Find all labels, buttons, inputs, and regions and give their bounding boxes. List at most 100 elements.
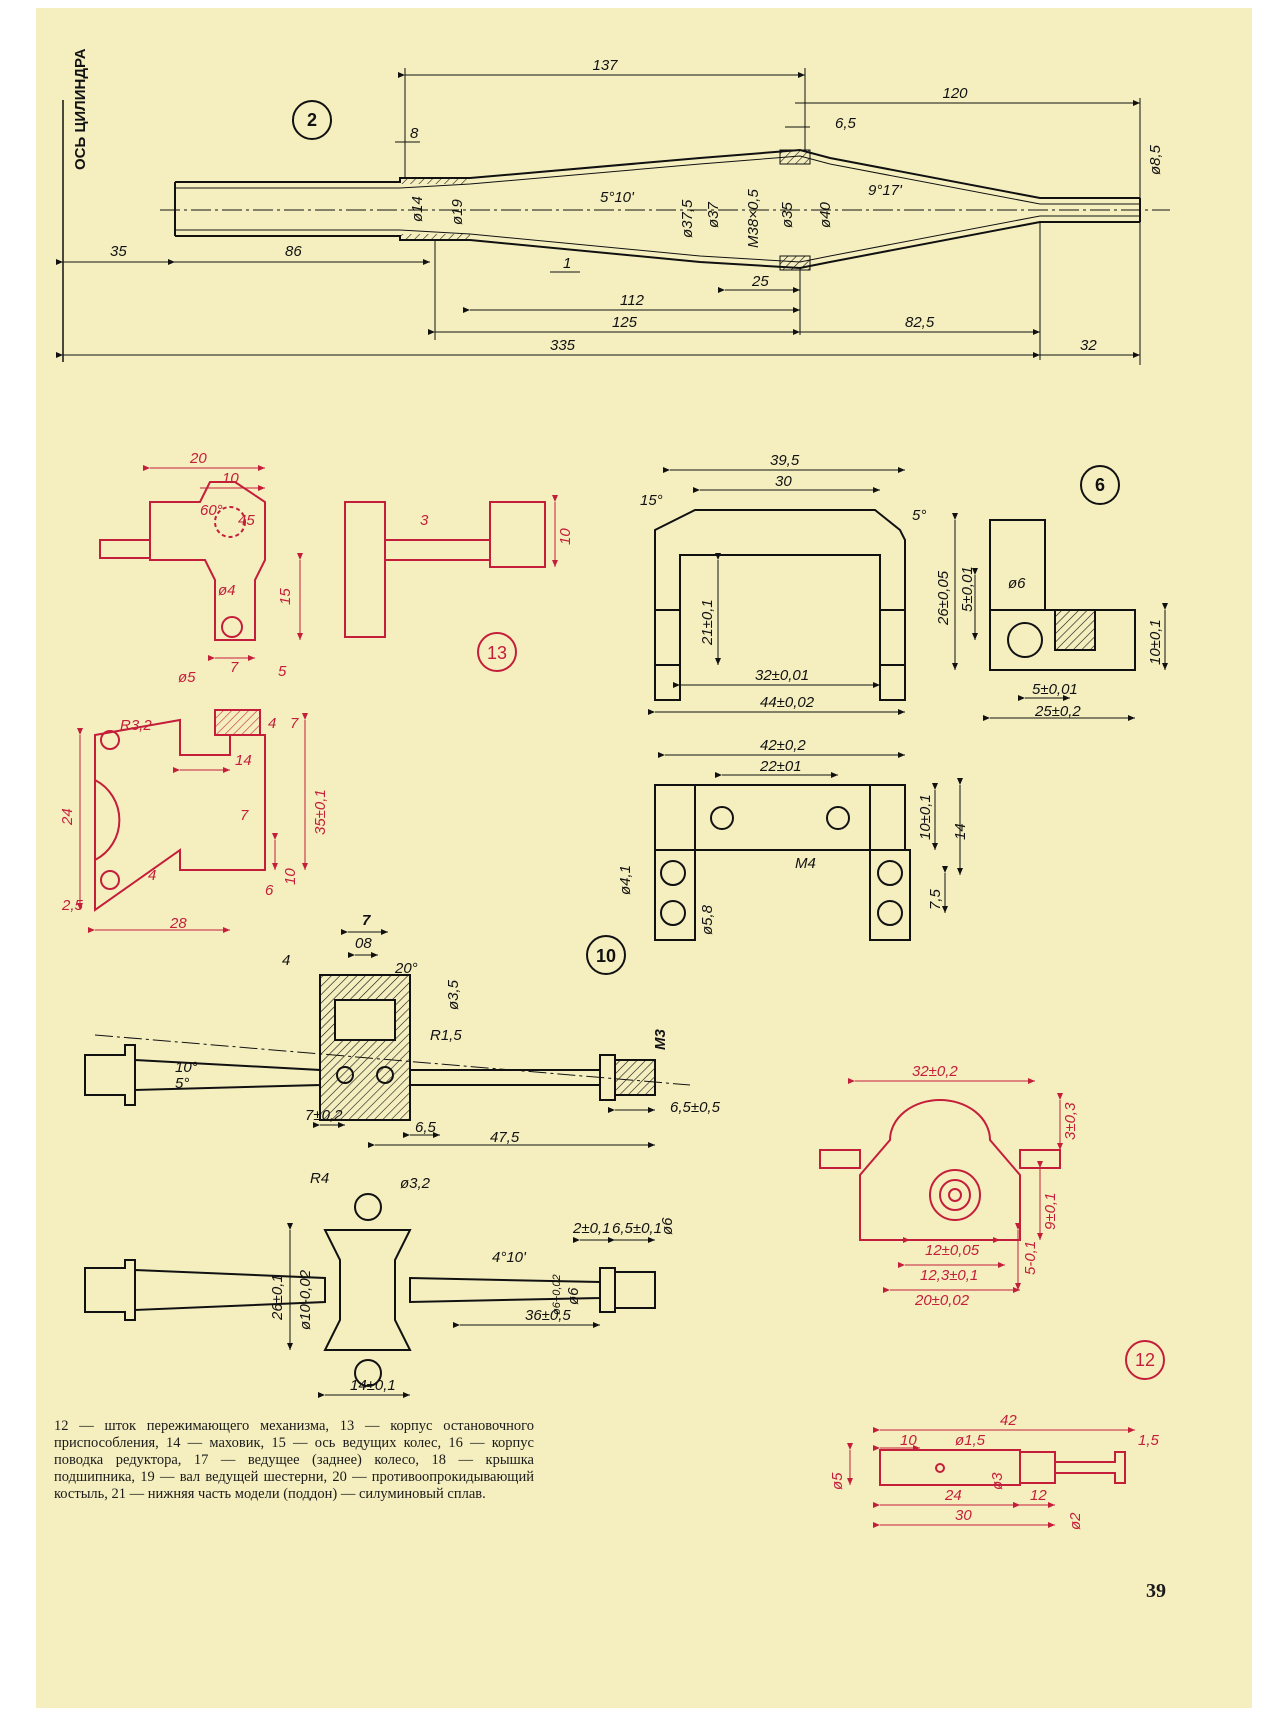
dim-21: 21±0,1 [699,599,716,646]
dim-47-5: 47,5 [490,1129,520,1146]
dim-dia-5: ø5 [178,669,196,686]
dim-7-5: 7,5 [927,888,944,910]
dim-44: 44±0,02 [760,694,815,711]
page-number: 39 [1146,1580,1166,1602]
dim-dia-3: ø3 [989,1472,1006,1490]
callout-6: 6 [1095,475,1105,495]
dim-m3: M3 [652,1029,669,1050]
part-15-wheel-axle [84,1193,656,1398]
angle-9-17: 9°17' [868,182,903,199]
dim-10: 10±0,1 [1147,619,1164,665]
part-14-flywheel-shaft [84,929,691,1148]
dim-6-5b: 6,5±0,5 [670,1099,721,1116]
dim-5: 5±0,01 [959,566,976,612]
angle-5: 5° [912,507,926,524]
angle-45: 45 [238,512,255,529]
angle-4-10: 4°10' [492,1249,527,1266]
dim-10: 10 [222,470,239,487]
dim-dia-4-1: ø4,1 [617,865,634,895]
dim-3: 3±0,3 [1062,1102,1079,1140]
part-15-labels: R4 ø3,2 2±0,1 6,5±0,1 ø6 4°10' 26±0,1 ø1… [269,1170,676,1394]
dim-36: 36±0,5 [525,1307,571,1324]
dim-dia-6: ø6 [659,1217,676,1235]
dim-4: 4 [282,952,290,969]
callout-13: 13 [487,643,507,663]
dim-4c: 4 [148,867,156,884]
dim-7: 7 [362,912,371,929]
dim-35: 35 [110,243,127,260]
dim-30: 30 [775,473,792,490]
angle-5: 5° [175,1075,189,1092]
dim-dia-35: ø35 [779,201,796,228]
dim-35: 35±0,1 [312,789,329,835]
dim-10c: 10 [282,868,299,885]
callout-10: 10 [596,946,616,966]
dim-dia-14: ø14 [409,196,426,222]
dim-m38: M38×0,5 [745,189,762,248]
dim-5: 5 [278,663,287,680]
dim-dia-37: ø37 [705,201,722,228]
dim-1-5: 1,5 [1138,1432,1160,1449]
dim-26: 26±0,1 [269,1274,286,1321]
dim-32: 32±0,2 [912,1063,958,1080]
dim-22: 22±01 [759,758,802,775]
part-12-rod-side [847,1427,1135,1528]
dim-20: 20±0,02 [914,1292,970,1309]
part-10-bracket-plate [586,752,963,975]
dim-14: 14 [235,752,252,769]
dim-32: 32 [1080,337,1097,354]
dim-120: 120 [942,85,968,102]
dim-10: 10 [900,1432,917,1449]
dim-7-2: 7±0,2 [305,1107,343,1124]
dim-28: 28 [169,915,187,932]
part-12-pinch-rod [819,1078,1165,1380]
dim-r3-2: R3,2 [120,717,152,734]
dim-6: 6 [265,882,274,899]
dim-08: 08 [355,935,372,952]
dim-82-5: 82,5 [905,314,935,331]
dim-30: 30 [955,1507,972,1524]
dim-25: 25 [751,273,769,290]
part-10-labels: 10 42±0,2 22±01 10±0,1 14 ø4,1 ø5,8 M4 7… [596,737,969,966]
dim-7c: 7 [240,807,249,824]
dim-4: 4 [268,715,276,732]
dim-5: 5-0,1 [1022,1241,1039,1275]
dim-10b: 10 [557,528,574,545]
dim-7b: 7 [290,715,299,732]
dim-112: 112 [620,292,645,309]
part-6-bracket [648,465,1168,721]
dim-20: 20 [189,450,207,467]
part-13-labels: 13 20 10 60° 45 ø4 15 7 3 10 ø5 5 R3,2 4… [59,450,574,932]
angle-5-10: 5°10' [600,189,635,206]
part-13-stop-device-body [77,465,558,933]
dim-2-5: 2,5 [61,897,84,914]
angle-60: 60° [200,502,223,519]
dim-125: 125 [612,314,638,331]
dim-86: 86 [285,243,302,260]
figure-caption: 12 — шток пережимающего механизма, 13 — … [54,1418,534,1502]
angle-10: 10° [175,1059,198,1076]
dim-32: 32±0,01 [755,667,809,684]
dim-dia-40: ø40 [817,201,834,228]
dim-7: 7 [230,659,239,676]
dim-24: 24 [944,1487,962,1504]
dim-dia-5: ø5 [829,1472,846,1490]
angle-20: 20° [394,960,418,977]
dim-6-5: 6,5 [415,1119,437,1136]
dim-9: 9±0,1 [1042,1193,1059,1230]
dim-8: 8 [410,125,419,142]
angle-15: 15° [640,492,663,509]
dim-r4: R4 [310,1170,329,1187]
part-6-labels: 6 39,5 30 15° 5° 21±0,1 32±0,01 44±0,02 … [640,452,1164,720]
dim-dia-37-5: ø37,5 [679,199,696,238]
dim-dia-10: ø10-0,02 [297,1269,314,1330]
dim-10: 10±0,1 [917,794,934,840]
dim-137: 137 [592,57,618,74]
dim-6-5: 6,5±0,1 [612,1220,662,1237]
dim-dia-8-5: ø8,5 [1147,144,1164,175]
part-12-rod-labels: 42 10 ø1,5 1,5 ø5 ø3 24 12 30 ø2 [829,1412,1160,1530]
dim-dia-5-8: ø5,8 [699,904,716,935]
dim-39-5: 39,5 [770,452,800,469]
dim-335: 335 [550,337,576,354]
